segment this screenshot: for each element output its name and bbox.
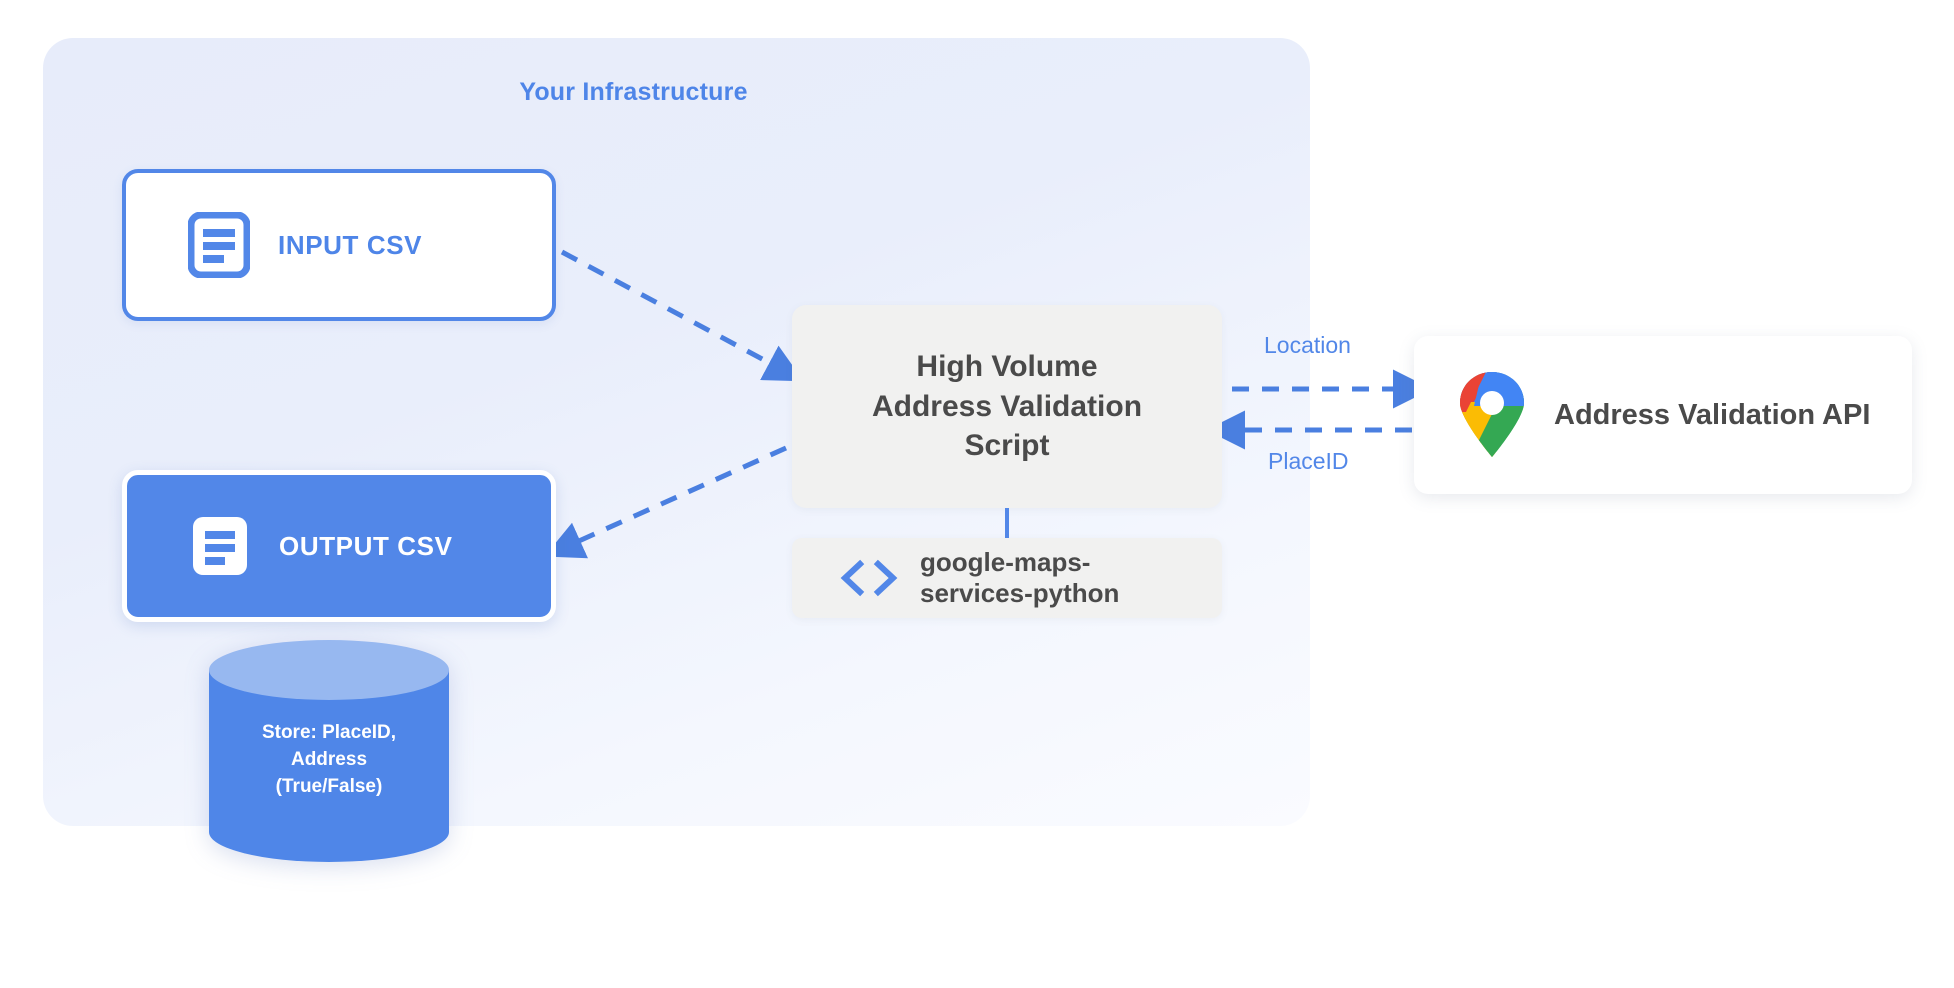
node-input-csv[interactable]: INPUT CSV bbox=[122, 169, 556, 321]
google-maps-pin-icon bbox=[1460, 372, 1524, 457]
edge-label-placeid: PlaceID bbox=[1268, 448, 1349, 474]
datastore-line-3: (True/False) bbox=[275, 775, 383, 797]
node-output-csv[interactable]: OUTPUT CSV bbox=[122, 470, 556, 622]
infrastructure-panel-title: Your Infrastructure bbox=[519, 78, 748, 106]
node-input-csv-label: INPUT CSV bbox=[278, 229, 423, 260]
node-validation-script-title: High Volume Address Validation Script bbox=[872, 347, 1142, 466]
node-output-csv-label: OUTPUT CSV bbox=[279, 530, 453, 561]
datastore-line-1: Store: PlaceID, bbox=[261, 722, 397, 743]
node-datastore-label: Store: PlaceID, Address (True/False) bbox=[209, 720, 449, 801]
script-line-3: Script bbox=[964, 429, 1050, 463]
node-address-validation-api[interactable]: Address Validation API bbox=[1414, 336, 1912, 494]
node-library-label: google-maps- services-python bbox=[920, 547, 1119, 609]
library-line-1: google-maps- bbox=[920, 546, 1091, 577]
edge-script-to-library bbox=[1005, 508, 1009, 540]
document-lines-icon bbox=[188, 212, 250, 278]
library-line-2: services-python bbox=[920, 578, 1120, 608]
node-address-validation-api-label: Address Validation API bbox=[1554, 398, 1871, 431]
node-datastore[interactable]: Store: PlaceID, Address (True/False) bbox=[209, 640, 449, 862]
document-lines-icon bbox=[193, 517, 247, 575]
datastore-top-ellipse bbox=[209, 640, 449, 700]
script-line-2: Address Validation bbox=[871, 389, 1143, 423]
datastore-line-2: Address bbox=[290, 748, 368, 770]
code-brackets-icon bbox=[840, 559, 898, 597]
edge-label-location: Location bbox=[1264, 332, 1351, 358]
script-line-1: High Volume bbox=[916, 350, 1098, 384]
node-library[interactable]: google-maps- services-python bbox=[792, 538, 1222, 618]
node-validation-script[interactable]: High Volume Address Validation Script bbox=[792, 305, 1222, 508]
